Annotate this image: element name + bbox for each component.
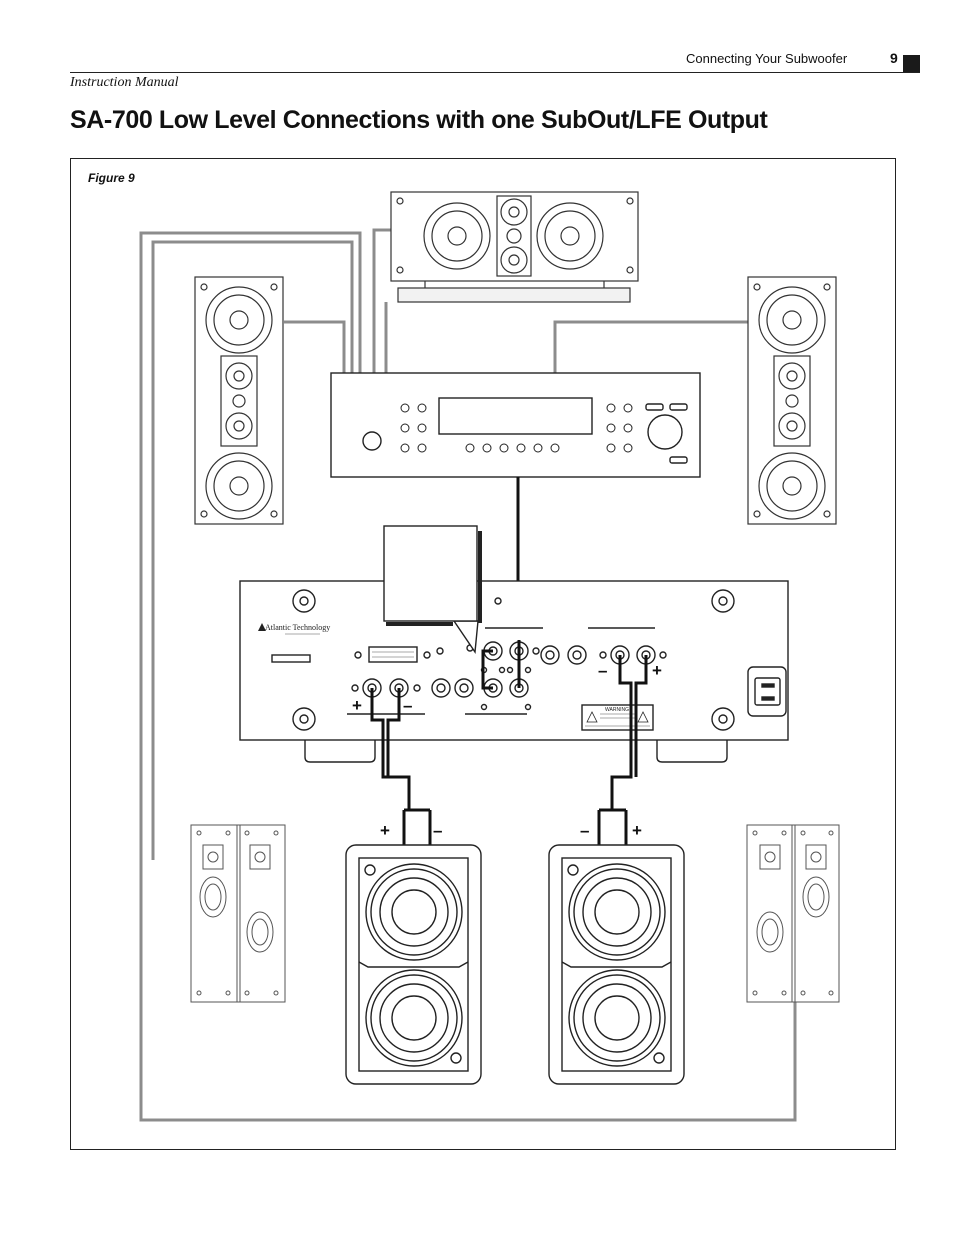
speaker-wires [139, 228, 797, 1122]
subwoofer-wires [370, 655, 648, 845]
amp-fine-print [285, 633, 650, 727]
figure-label: Figure 9 [88, 171, 135, 185]
header-rule [70, 72, 920, 73]
lfe-input-wiring [481, 640, 521, 690]
rear-right-speaker [746, 824, 840, 1003]
subwoofer-left [345, 844, 482, 1085]
page-title: SA-700 Low Level Connections with one Su… [70, 106, 768, 134]
amp-brand-label: Atlantic Technology [265, 623, 330, 632]
front-left-speaker [194, 276, 284, 525]
subwoofer-right [548, 844, 685, 1085]
amp-warning-label: WARNING [605, 707, 629, 713]
amp-logo-icon [258, 623, 266, 631]
amp-left-minus-label: – [403, 696, 412, 715]
sub-left-minus-label: – [433, 821, 442, 840]
sa700-amplifier [239, 580, 789, 763]
sub-left-plus-label: + [380, 821, 390, 840]
callout-box [383, 525, 482, 655]
manual-label: Instruction Manual [70, 75, 179, 90]
figure-frame: Figure 9 [70, 158, 896, 1150]
sub-right-plus-label: + [632, 821, 642, 840]
page-tab-marker [903, 55, 920, 72]
amp-right-plus-label: + [652, 661, 662, 680]
amp-right-minus-label: – [598, 661, 607, 680]
amp-left-plus-label: + [352, 696, 362, 715]
front-right-speaker [747, 276, 837, 525]
section-title: Connecting Your Subwoofer [686, 51, 848, 66]
sub-right-minus-label: – [580, 821, 589, 840]
av-receiver [330, 372, 701, 478]
page-number: 9 [890, 50, 898, 66]
center-speaker [390, 191, 639, 303]
rear-left-speaker [190, 824, 286, 1003]
